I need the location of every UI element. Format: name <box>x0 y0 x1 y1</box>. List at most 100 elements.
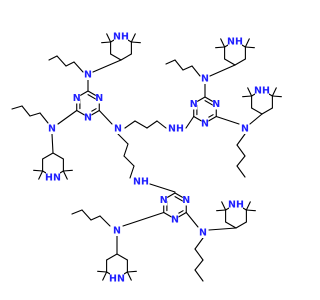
atom-label-background <box>229 198 243 210</box>
atom-label-background <box>190 97 198 110</box>
bond <box>33 169 44 172</box>
piperidine-nh: NH <box>113 32 129 43</box>
bond <box>123 155 135 167</box>
atom-label-background <box>201 117 209 129</box>
atom-label-background <box>241 122 249 134</box>
bond <box>174 59 184 71</box>
bond <box>185 211 199 228</box>
triazine-nitrogen: N <box>212 99 220 110</box>
bond <box>126 271 132 281</box>
bond <box>87 94 97 100</box>
bond-layer <box>11 33 282 282</box>
bond <box>57 109 78 125</box>
bond <box>174 196 184 202</box>
bond <box>215 46 226 49</box>
atom-label-background <box>46 171 60 183</box>
bond <box>92 59 122 73</box>
bond <box>236 155 246 167</box>
bond <box>242 95 253 98</box>
bond <box>216 209 227 212</box>
bond <box>106 33 112 43</box>
atom-label-background <box>114 122 122 134</box>
bond <box>209 64 236 77</box>
bond <box>191 65 201 77</box>
triazine-nitrogen: N <box>190 99 198 110</box>
bond <box>224 58 236 66</box>
bond <box>194 237 204 250</box>
amine-nh: NH <box>168 124 184 135</box>
bond <box>156 120 167 129</box>
bond <box>116 253 128 261</box>
bond <box>129 165 135 179</box>
atom-label-background <box>73 91 81 104</box>
bond <box>221 201 227 211</box>
bond <box>261 107 273 115</box>
bond <box>271 95 282 98</box>
bond <box>208 227 237 231</box>
atom-label-background <box>201 72 209 84</box>
amine-nitrogen: N <box>201 74 209 85</box>
bond <box>120 53 132 61</box>
atom-label-background <box>110 272 124 284</box>
amine-nitrogen: N <box>199 228 207 239</box>
bond <box>124 120 136 129</box>
atom-label-background <box>114 30 128 42</box>
atom-label-background <box>134 175 148 187</box>
bond <box>271 87 277 97</box>
bond <box>194 248 204 261</box>
bond <box>39 112 49 124</box>
bond <box>130 33 136 43</box>
atom-label-background <box>84 111 92 123</box>
bond <box>236 165 246 178</box>
piperidine-nh: HN <box>109 274 125 285</box>
amine-nitrogen: N <box>48 124 56 135</box>
bond <box>236 133 246 146</box>
bond <box>244 38 250 48</box>
bond <box>21 105 31 117</box>
piperidine-nh: NH <box>254 86 270 97</box>
bond <box>90 215 101 221</box>
bond <box>247 87 253 97</box>
bond <box>236 144 246 157</box>
bond <box>102 271 108 281</box>
bond <box>220 38 226 48</box>
piperidine-nh: NH <box>228 200 244 211</box>
bond <box>249 113 263 125</box>
bond <box>106 253 118 261</box>
atom-label-background <box>84 68 92 80</box>
bond <box>101 41 112 44</box>
bond <box>126 270 137 273</box>
bond <box>97 270 108 273</box>
bond <box>244 46 255 49</box>
atom-label-background <box>113 224 121 236</box>
bond <box>204 100 214 106</box>
bond <box>52 152 64 160</box>
amine-nitrogen: N <box>113 226 121 237</box>
bond <box>99 215 111 227</box>
bond <box>194 259 204 271</box>
bond <box>29 112 41 117</box>
bond <box>117 133 129 145</box>
bond <box>11 105 23 110</box>
bond <box>234 58 246 66</box>
bond <box>110 53 122 61</box>
bond <box>146 120 158 129</box>
atom-label-background <box>255 84 269 96</box>
bond <box>130 41 141 44</box>
bond <box>122 211 165 227</box>
bond <box>245 209 256 212</box>
bond <box>62 170 68 180</box>
triazine-nitrogen: N <box>171 215 179 226</box>
bond <box>194 269 204 282</box>
bond <box>149 183 176 193</box>
bond <box>56 55 67 67</box>
bond <box>38 170 44 180</box>
triazine-nitrogen: N <box>182 195 190 206</box>
atom-label-background <box>160 193 168 206</box>
amine-nh: NH <box>133 177 149 188</box>
bond <box>134 120 148 129</box>
atom-label-background <box>48 122 56 134</box>
piperidine-nh: NH <box>227 37 243 48</box>
bond <box>51 133 54 154</box>
atom-label-background <box>171 213 179 225</box>
